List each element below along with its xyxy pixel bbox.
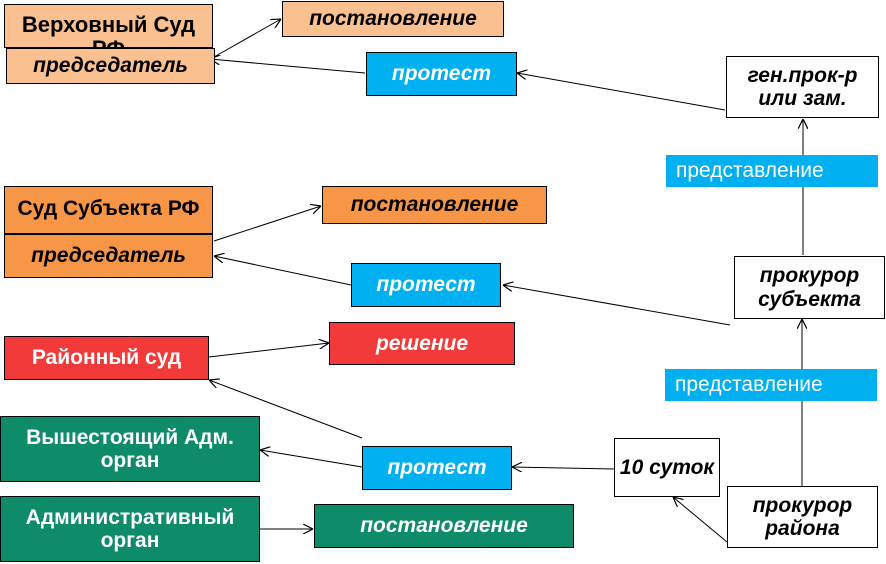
representation-top-label: представление bbox=[676, 159, 824, 182]
supreme-chairman-box: председатель bbox=[6, 48, 215, 84]
subject-protest-label: протест bbox=[376, 273, 476, 297]
arrow-protest-to-subject-chairman bbox=[214, 256, 352, 286]
subject-decision-box: постановление bbox=[322, 186, 547, 224]
district-decision-label: решение bbox=[375, 331, 469, 355]
supreme-protest-box: протест bbox=[366, 52, 517, 96]
admin-body-box: Административный орган bbox=[0, 496, 260, 562]
arrow-protest-to-higher-body bbox=[260, 450, 363, 468]
term-label: 10 суток bbox=[619, 455, 715, 479]
arrow-protest-to-supreme-chairman bbox=[210, 59, 366, 74]
subject-court-title: Суд Субъекта РФ bbox=[17, 197, 200, 220]
representation-top-bar: представление bbox=[666, 155, 878, 187]
arrow-district-prosecutor-to-term bbox=[673, 497, 728, 543]
representation-bottom-bar: представление bbox=[665, 369, 877, 401]
admin-body-label: Административный орган bbox=[25, 505, 235, 552]
arrow-supreme-to-decision bbox=[213, 19, 281, 58]
supreme-chairman-label: председатель bbox=[33, 54, 188, 78]
representation-bottom-label: представление bbox=[675, 373, 823, 396]
subject-prosecutor-box: прокурор субъекта bbox=[734, 256, 885, 319]
supreme-court-title: Верховный Суд РФ bbox=[21, 12, 196, 47]
higher-admin-body-box: Вышестоящий Адм. орган bbox=[0, 416, 260, 482]
arrow-subject-court-to-decision bbox=[213, 206, 321, 242]
subject-prosecutor-label: прокурор субъекта bbox=[758, 264, 861, 311]
subject-court-box: Суд Субъекта РФ bbox=[4, 186, 213, 234]
admin-protest-label: протест bbox=[387, 456, 487, 480]
higher-admin-body-label: Вышестоящий Адм. орган bbox=[26, 425, 234, 472]
district-court-box: Районный суд bbox=[4, 336, 209, 380]
general-prosecutor-label: ген.прок-р или зам. bbox=[747, 63, 858, 110]
admin-protest-box: протест bbox=[362, 446, 512, 490]
admin-decision-box: постановление bbox=[314, 504, 574, 548]
supreme-decision-label: постановление bbox=[309, 7, 477, 31]
arrow-protest-to-district-court bbox=[209, 380, 363, 439]
district-court-title: Районный суд bbox=[31, 346, 182, 370]
supreme-decision-box: постановление bbox=[282, 1, 504, 37]
admin-decision-label: постановление bbox=[360, 514, 528, 538]
arrow-general-to-protest bbox=[517, 73, 726, 111]
subject-chairman-box: председатель bbox=[4, 234, 213, 278]
district-prosecutor-box: прокурор района bbox=[727, 486, 878, 548]
district-prosecutor-label: прокурор района bbox=[752, 493, 853, 540]
subject-protest-box: протест bbox=[351, 263, 501, 307]
arrow-subject-prosecutor-to-protest bbox=[503, 285, 731, 326]
term-box: 10 суток bbox=[614, 438, 720, 497]
general-prosecutor-box: ген.прок-р или зам. bbox=[726, 56, 879, 118]
subject-decision-label: постановление bbox=[350, 193, 519, 217]
arrow-district-to-decision bbox=[208, 343, 329, 358]
supreme-court-box: Верховный Суд РФ bbox=[4, 4, 213, 48]
subject-chairman-label: председатель bbox=[31, 244, 186, 268]
supreme-protest-label: протест bbox=[391, 62, 492, 86]
district-decision-box: решение bbox=[329, 322, 515, 365]
arrow-term-to-protest bbox=[512, 467, 615, 469]
